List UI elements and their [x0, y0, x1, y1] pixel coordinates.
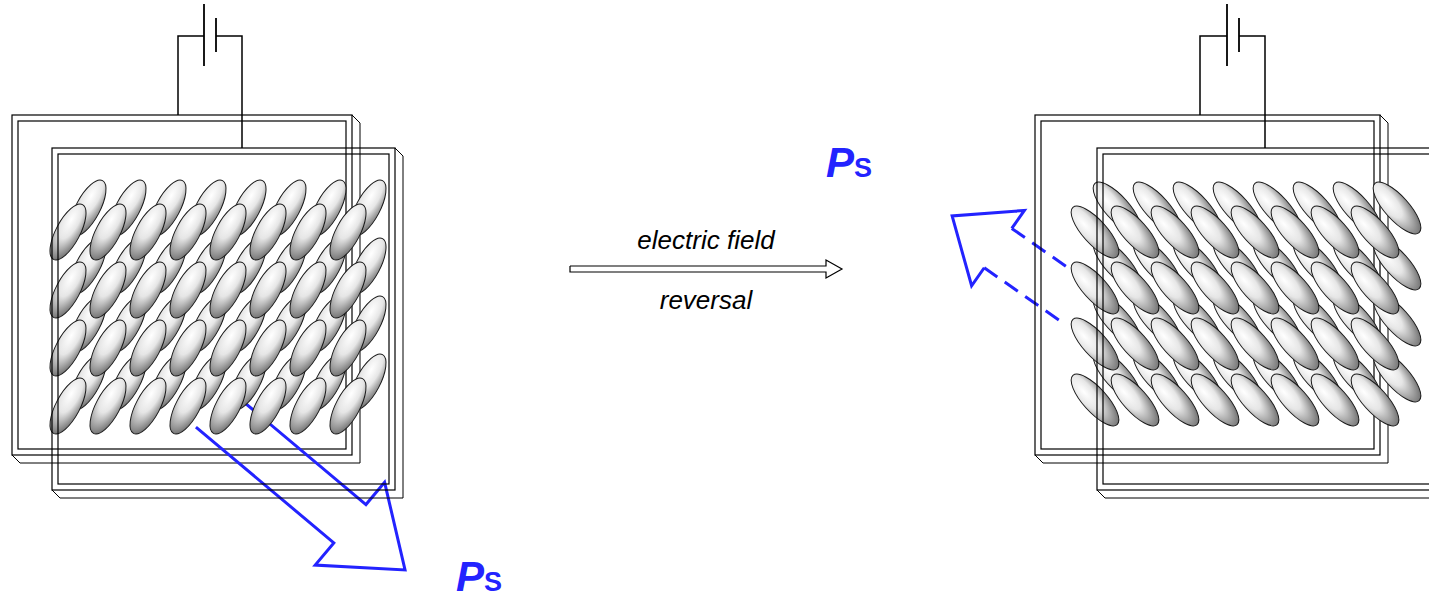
- liquid-crystal-molecule: [83, 199, 133, 265]
- liquid-crystal-molecule: [123, 315, 173, 381]
- liquid-crystal-molecule: [1344, 367, 1406, 432]
- polarization-arrow: [984, 268, 1061, 322]
- glass-plate: [1097, 148, 1429, 498]
- liquid-crystal-molecule: [323, 199, 373, 265]
- process-arrow: [570, 260, 842, 278]
- liquid-crystal-molecule: [283, 315, 333, 381]
- glass-plate: [12, 115, 352, 455]
- glass-plate: [58, 154, 389, 484]
- liquid-crystal-molecule: [323, 373, 373, 439]
- battery-symbol: [1238, 18, 1240, 52]
- glass-plate: [1103, 154, 1429, 484]
- glass-plate: [18, 121, 346, 449]
- wire: [216, 36, 242, 148]
- battery-symbol: [1226, 4, 1228, 66]
- liquid-crystal-molecule: [203, 199, 253, 265]
- glass-plate: [1097, 148, 1429, 490]
- wire: [1200, 36, 1227, 115]
- liquid-crystal-molecule: [1344, 255, 1406, 320]
- liquid-crystal-molecule: [323, 315, 373, 381]
- liquid-crystal-molecule: [83, 315, 133, 381]
- battery-symbol: [215, 18, 217, 52]
- liquid-crystal-molecule: [283, 373, 333, 439]
- glass-plate: [1041, 121, 1374, 449]
- liquid-crystal-molecule: [83, 257, 133, 323]
- liquid-crystal-molecule: [163, 199, 213, 265]
- liquid-crystal-molecule: [123, 373, 173, 439]
- liquid-crystal-molecule: [43, 373, 93, 439]
- liquid-crystal-molecule: [203, 373, 253, 439]
- liquid-crystal-molecule: [43, 257, 93, 323]
- liquid-crystal-molecule: [43, 315, 93, 381]
- liquid-crystal-molecule: [163, 373, 213, 439]
- liquid-crystal-molecule: [323, 257, 373, 323]
- process-label: electric field: [637, 226, 774, 255]
- liquid-crystal-molecule: [1344, 311, 1406, 376]
- polarization-arrow: [952, 210, 1024, 285]
- liquid-crystal-molecule: [203, 257, 253, 323]
- liquid-crystal-molecule: [283, 199, 333, 265]
- glass-plate: [52, 148, 395, 490]
- liquid-crystal-molecule: [243, 257, 293, 323]
- liquid-crystal-molecule: [283, 257, 333, 323]
- liquid-crystal-molecule: [43, 199, 93, 265]
- process-label: reversal: [660, 286, 752, 315]
- liquid-crystal-molecule: [123, 257, 173, 323]
- liquid-crystal-molecule: [1344, 199, 1406, 264]
- polarization-label: PS: [456, 556, 502, 598]
- liquid-crystal-molecule: [83, 373, 133, 439]
- glass-plate: [1035, 115, 1380, 455]
- cell-right: [952, 4, 1429, 498]
- liquid-crystal-molecule: [123, 199, 173, 265]
- glass-plate: [12, 115, 360, 463]
- glass-plate: [52, 148, 403, 498]
- battery-symbol: [203, 4, 205, 66]
- wire: [1239, 36, 1265, 148]
- liquid-crystal-molecule: [163, 257, 213, 323]
- wire: [178, 36, 204, 115]
- liquid-crystal-molecule: [243, 315, 293, 381]
- liquid-crystal-molecule: [243, 373, 293, 439]
- liquid-crystal-molecule: [163, 315, 213, 381]
- polarization-label: PS: [826, 142, 872, 184]
- liquid-crystal-molecule: [243, 199, 293, 265]
- glass-plate: [1035, 115, 1388, 463]
- cell-left: [12, 4, 405, 570]
- liquid-crystal-molecule: [203, 315, 253, 381]
